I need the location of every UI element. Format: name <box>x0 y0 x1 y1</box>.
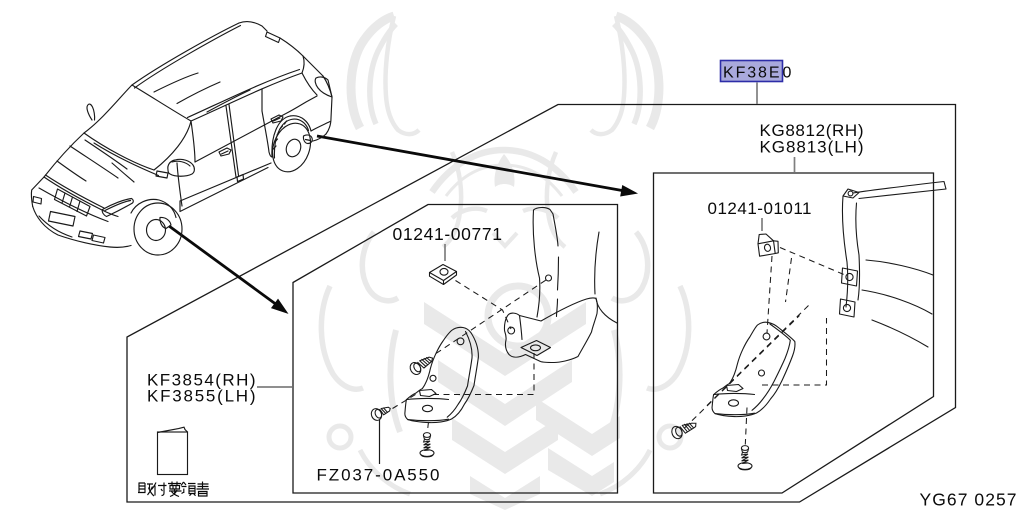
svg-text:KF3855(LH): KF3855(LH) <box>147 387 256 406</box>
svg-text:KG8812(RH): KG8812(RH) <box>760 121 864 140</box>
svg-text:KF3854(RH): KF3854(RH) <box>147 371 256 390</box>
svg-text:0: 0 <box>783 65 792 82</box>
svg-text:KG8813(LH): KG8813(LH) <box>760 138 864 157</box>
svg-text:01241-00771: 01241-00771 <box>393 224 503 244</box>
svg-text:KF38E: KF38E <box>723 65 780 82</box>
svg-text:FZ037-0A550: FZ037-0A550 <box>317 466 440 485</box>
svg-text:01241-01011: 01241-01011 <box>708 199 812 218</box>
svg-text:YG67 0257: YG67 0257 <box>920 490 1017 510</box>
